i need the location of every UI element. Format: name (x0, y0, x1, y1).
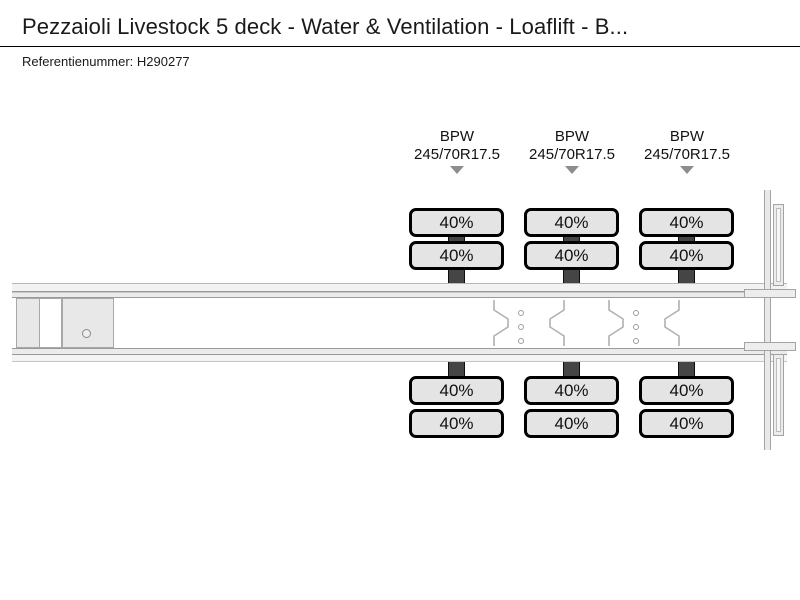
axle-1-brand: BPW (439, 128, 475, 145)
axle-label-3: BPW 245/70R17.5 (617, 128, 757, 174)
axle-2-size: 245/70R17.5 (529, 146, 615, 163)
tyre-axle-1-bottom-inner[interactable]: 40% (409, 376, 504, 405)
hanger-outline-icon (608, 300, 680, 346)
trailer-chassis (12, 283, 787, 363)
tyre-axle-2-top-inner[interactable]: 40% (524, 241, 619, 270)
axle-2-brand: BPW (554, 128, 590, 145)
rear-arm-top (744, 289, 796, 298)
tyre-axle-3-bottom-outer[interactable]: 40% (639, 409, 734, 438)
rear-arm-bottom (744, 342, 796, 351)
tyre-axle-2-top-outer[interactable]: 40% (524, 208, 619, 237)
page-title: Pezzaioli Livestock 5 deck - Water & Ven… (22, 14, 629, 39)
rear-vertical-post (764, 190, 771, 450)
triangle-down-icon (565, 166, 579, 174)
bolt-hole-icon (518, 338, 524, 344)
axle-label-1: BPW 245/70R17.5 (387, 128, 527, 174)
hanger-outline-icon (493, 300, 565, 346)
tyre-axle-3-top-inner[interactable]: 40% (639, 241, 734, 270)
suspension-hanger-2 (607, 299, 681, 347)
rear-mudguard-bottom-inner (776, 358, 781, 432)
chassis-rail-bottom (12, 348, 787, 355)
chassis-deck-strip-bottom (12, 355, 787, 362)
rear-mudguard-top (773, 204, 784, 286)
tyre-axle-2-bottom-outer[interactable]: 40% (524, 409, 619, 438)
tyre-axle-3-top-outer[interactable]: 40% (639, 208, 734, 237)
tyre-axle-3-bottom-inner[interactable]: 40% (639, 376, 734, 405)
chassis-rail-top (12, 292, 787, 298)
axle-3-size: 245/70R17.5 (644, 146, 730, 163)
kingpin-plate-segment-b (40, 298, 62, 348)
triangle-down-icon (680, 166, 694, 174)
axle-1-size: 245/70R17.5 (414, 146, 500, 163)
bolt-hole-icon (633, 338, 639, 344)
rear-mudguard-bottom (773, 354, 784, 436)
bolt-hole-icon (518, 310, 524, 316)
tyre-axle-1-top-inner[interactable]: 40% (409, 241, 504, 270)
page-header: Pezzaioli Livestock 5 deck - Water & Ven… (0, 0, 800, 47)
hanger-bolt-holes-2 (633, 310, 640, 352)
kingpin-plate (16, 298, 114, 348)
kingpin-plate-segment-c (62, 298, 114, 348)
kingpin-circle-icon (82, 329, 91, 338)
tyre-axle-1-top-outer[interactable]: 40% (409, 208, 504, 237)
tyre-axle-2-bottom-inner[interactable]: 40% (524, 376, 619, 405)
trailer-tyre-condition-diagram: BPW 245/70R17.5 BPW 245/70R17.5 BPW 245/… (0, 80, 800, 600)
bolt-hole-icon (633, 324, 639, 330)
chassis-rail-body (12, 298, 787, 348)
rear-frame (744, 190, 800, 450)
kingpin-plate-segment-a (16, 298, 40, 348)
rear-mudguard-top-inner (776, 208, 781, 282)
bolt-hole-icon (633, 310, 639, 316)
bolt-hole-icon (518, 324, 524, 330)
reference-number: Referentienummer: H290277 (22, 54, 190, 69)
chassis-deck-strip-top (12, 283, 787, 292)
triangle-down-icon (450, 166, 464, 174)
header-divider (0, 46, 800, 47)
tyre-axle-1-bottom-outer[interactable]: 40% (409, 409, 504, 438)
axle-label-2: BPW 245/70R17.5 (502, 128, 642, 174)
axle-3-brand: BPW (669, 128, 705, 145)
hanger-bolt-holes-1 (518, 310, 525, 352)
suspension-hanger-1 (492, 299, 566, 347)
